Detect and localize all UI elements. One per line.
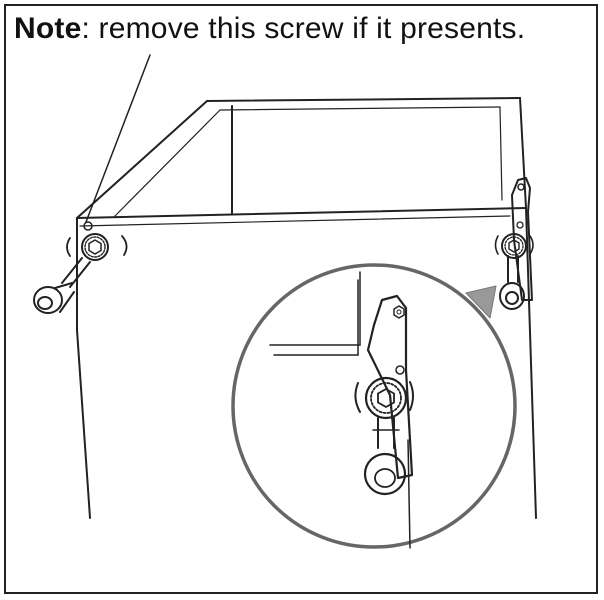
- magnifier-connector: [465, 285, 497, 319]
- right-bracket-assembly: [494, 177, 534, 310]
- callout-leader-line: [85, 54, 151, 223]
- cabinet-body: [76, 97, 537, 519]
- note-caption: Note: remove this screw if it presents.: [14, 12, 525, 46]
- left-gear-assembly: [33, 221, 128, 314]
- note-text: : remove this screw if it presents.: [81, 12, 526, 45]
- hex-bolt-icon: [88, 239, 102, 255]
- note-label: Note: [14, 12, 82, 45]
- magnified-detail: [231, 263, 517, 549]
- screw-icon: [83, 221, 93, 231]
- rotate-arrows-icon: [66, 235, 128, 257]
- knob-icon: [33, 286, 63, 314]
